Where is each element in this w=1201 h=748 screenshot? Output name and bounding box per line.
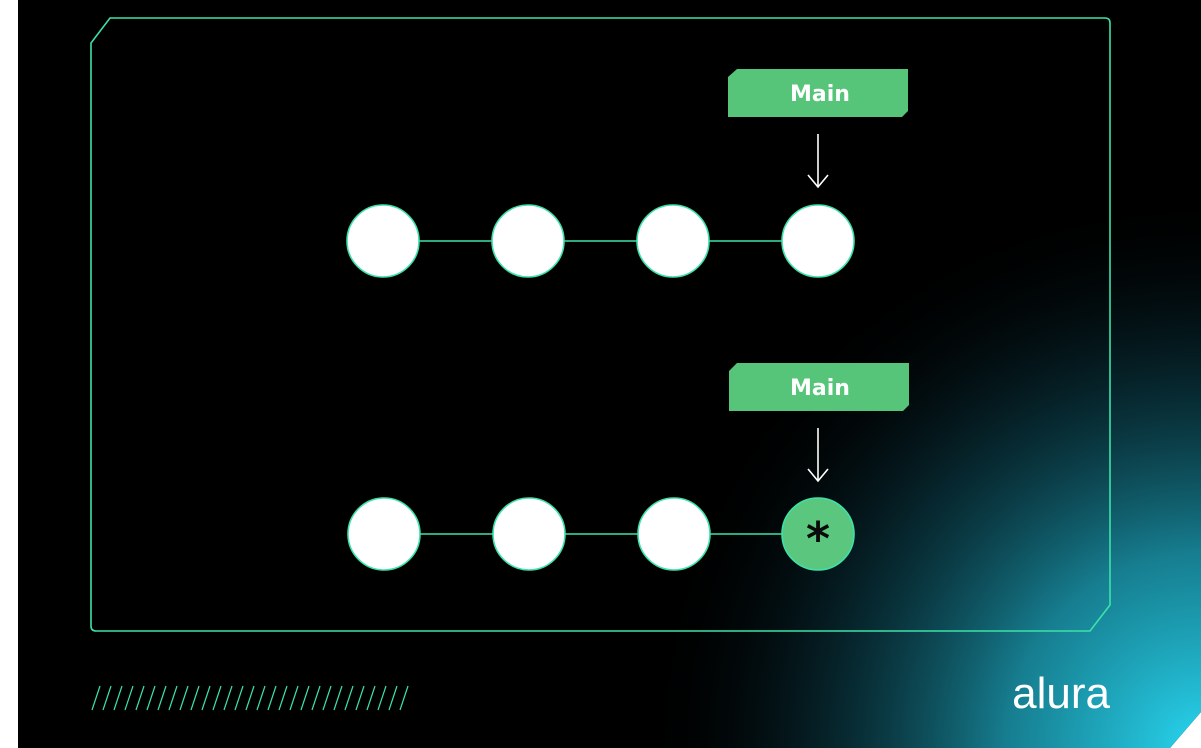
commit-node — [637, 497, 711, 571]
hatch-stripe — [256, 685, 266, 711]
hatch-stripe — [234, 685, 244, 711]
hatch-stripe — [333, 685, 343, 711]
hatch-stripe — [157, 685, 167, 711]
commit-row-2: Main * — [347, 363, 909, 571]
hatch-stripe — [311, 685, 321, 711]
asterisk-icon: * — [806, 512, 830, 566]
hatch-stripe — [201, 685, 211, 711]
hatch-stripe — [399, 685, 409, 711]
commit-node — [491, 204, 565, 278]
hatch-stripe — [377, 685, 387, 711]
head-arrow-1 — [807, 134, 829, 189]
alura-logo: alura — [1012, 669, 1110, 718]
branch-tag-label: Main — [790, 376, 850, 401]
hatch-stripe — [245, 685, 255, 711]
hatch-stripe — [355, 685, 365, 711]
hatch-stripe — [124, 685, 134, 711]
hatch-stripe — [102, 685, 112, 711]
hatch-stripe — [223, 685, 233, 711]
commit-node — [346, 204, 420, 278]
decorative-hatch — [91, 685, 409, 711]
hatch-stripe — [267, 685, 277, 711]
commit-node — [347, 497, 421, 571]
diagram-frame — [90, 17, 1111, 632]
hatch-stripe — [212, 685, 222, 711]
hatch-stripe — [179, 685, 189, 711]
hatch-stripe — [366, 685, 376, 711]
hatch-stripe — [190, 685, 200, 711]
commit-node-head — [781, 204, 855, 278]
hatch-stripe — [135, 685, 145, 711]
hatch-stripe — [388, 685, 398, 711]
hatch-stripe — [344, 685, 354, 711]
hatch-stripe — [322, 685, 332, 711]
hatch-stripe — [289, 685, 299, 711]
branch-tag-main-2: Main — [729, 363, 909, 411]
hatch-stripe — [278, 685, 288, 711]
hatch-stripe — [91, 685, 101, 711]
hatch-stripe — [146, 685, 156, 711]
commit-node — [636, 204, 710, 278]
hatch-stripe — [168, 685, 178, 711]
commit-node — [492, 497, 566, 571]
hatch-stripe — [113, 685, 123, 711]
branch-tag-main-1: Main — [728, 69, 908, 117]
hatch-stripe — [300, 685, 310, 711]
commit-node-new: * — [781, 497, 855, 571]
head-arrow-2 — [807, 428, 829, 483]
branch-tag-label: Main — [790, 82, 850, 107]
commit-row-1: Main — [346, 69, 908, 278]
